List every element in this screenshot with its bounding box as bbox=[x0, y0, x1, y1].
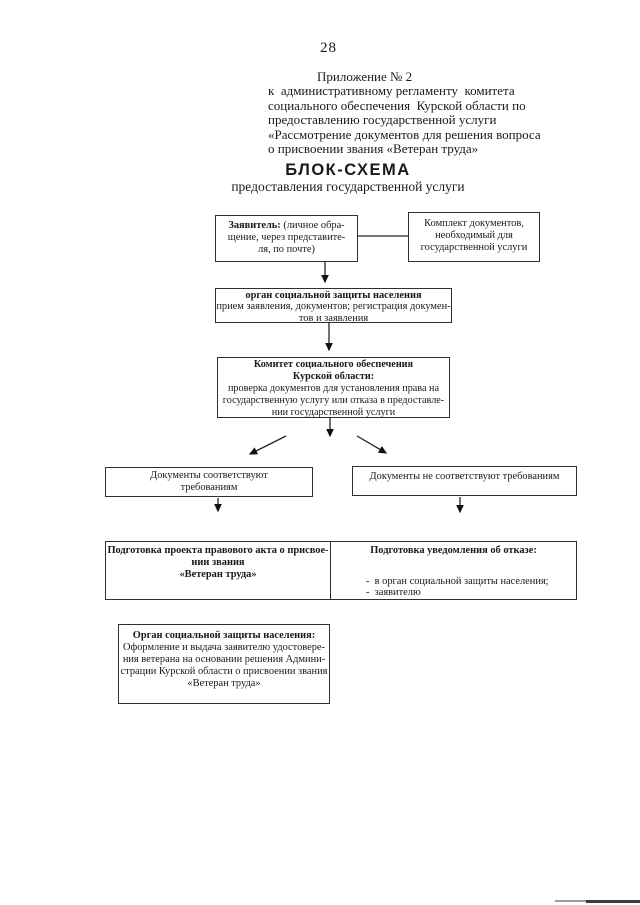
box-documents-text: Комплект документов, bbox=[424, 218, 524, 229]
box-committee: Комитет социального обеспечения Курской … bbox=[217, 357, 450, 418]
box-applicant-text: щение, через представите- bbox=[227, 232, 346, 243]
box-documents-text: необходимый для bbox=[435, 230, 513, 241]
arrow-diagonal-right-icon bbox=[356, 435, 388, 454]
appendix-line: предоставлению государственной услуги bbox=[268, 112, 497, 128]
box-documents-package: Комплект документов, необходимый для гос… bbox=[408, 212, 540, 262]
box-docs-conform-text: Документы соответствуют bbox=[150, 470, 268, 481]
refusal-recipient-item: - в орган социальной защиты населения; bbox=[366, 576, 549, 587]
box-committee-text: государственную услугу или отказа в пред… bbox=[222, 395, 445, 406]
refusal-recipient-item: - заявителю bbox=[366, 586, 421, 598]
box-committee-text: нии государственной услуги bbox=[271, 407, 396, 418]
box-certificate-text: Оформление и выдача заявителю удостовере… bbox=[122, 642, 325, 653]
scan-artifact-bar bbox=[555, 900, 586, 902]
box-certificate-text: страции Курской области о присвоении зва… bbox=[120, 666, 328, 677]
box-committee-title: Комитет социального обеспечения bbox=[253, 359, 414, 370]
box-applicant-text: ля, по почте) bbox=[258, 244, 315, 255]
appendix-line: о присвоении звания «Ветеран труда» bbox=[268, 141, 479, 157]
refusal-recipients-list: - в орган социальной защиты населения; -… bbox=[366, 576, 549, 598]
box-social-protection: орган социальной защиты населения прием … bbox=[215, 288, 452, 324]
box-social-protection-title: орган социальной защиты населения bbox=[245, 290, 422, 301]
box-certificate-title: Орган социальной защиты населения: bbox=[132, 630, 316, 641]
page-subtitle: предоставления государственной услуги bbox=[231, 179, 465, 194]
appendix-line: к административному регламенту комитета bbox=[268, 83, 515, 99]
box-applicant: Заявитель: (личное обра- щение, через пр… bbox=[215, 215, 358, 262]
box-refusal-title: Подготовка уведомления об отказе: bbox=[370, 545, 537, 556]
box-docs-not-conform: Документы не соответствуют требованиям bbox=[352, 466, 577, 496]
scan-artifact-bar bbox=[586, 900, 640, 903]
box-draft-act-text: нии звания bbox=[191, 557, 245, 568]
box-docs-conform-text: требованиям bbox=[180, 482, 238, 493]
box-social-protection-text: тов и заявления bbox=[298, 312, 369, 324]
box-applicant-text: (личное обра- bbox=[280, 220, 345, 231]
box-draft-act-text: «Ветеран труда» bbox=[179, 569, 257, 580]
box-certificate-text: «Ветеран труда» bbox=[187, 678, 261, 689]
box-committee-text: проверка документов для установления пра… bbox=[227, 383, 440, 394]
arrow-diagonal-left-icon bbox=[248, 435, 287, 455]
page-number: 28 bbox=[320, 40, 337, 56]
appendix-line: социального обеспечения Курской области … bbox=[268, 97, 526, 113]
appendix-line: Приложение № 2 bbox=[317, 69, 413, 84]
appendix-line: «Рассмотрение документов для решения воп… bbox=[268, 126, 541, 142]
box-draft-act-text: Подготовка проекта правового акта о прис… bbox=[107, 545, 329, 556]
box-social-protection-text: прием заявления, документов; регистрация… bbox=[216, 301, 451, 313]
box-applicant-title: Заявитель: bbox=[228, 220, 281, 231]
box-committee-title: Курской области: bbox=[292, 371, 375, 382]
box-draft-legal-act: Подготовка проекта правового акта о прис… bbox=[105, 541, 331, 600]
box-refusal-notice: Подготовка уведомления об отказе: - в ор… bbox=[331, 541, 577, 600]
box-documents-text: государственной услуги bbox=[420, 242, 528, 253]
page-title: БЛОК-СХЕМА bbox=[285, 161, 411, 179]
box-certificate-text: ния ветерана на основании решения Админи… bbox=[122, 654, 326, 665]
box-certificate-issue: Орган социальной защиты населения: Оформ… bbox=[118, 624, 330, 704]
box-docs-not-conform-text: Документы не соответствуют требованиям bbox=[369, 471, 560, 482]
box-docs-conform: Документы соответствуют требованиям bbox=[105, 467, 313, 497]
appendix-header: Приложение № 2 к административному регла… bbox=[268, 69, 598, 157]
